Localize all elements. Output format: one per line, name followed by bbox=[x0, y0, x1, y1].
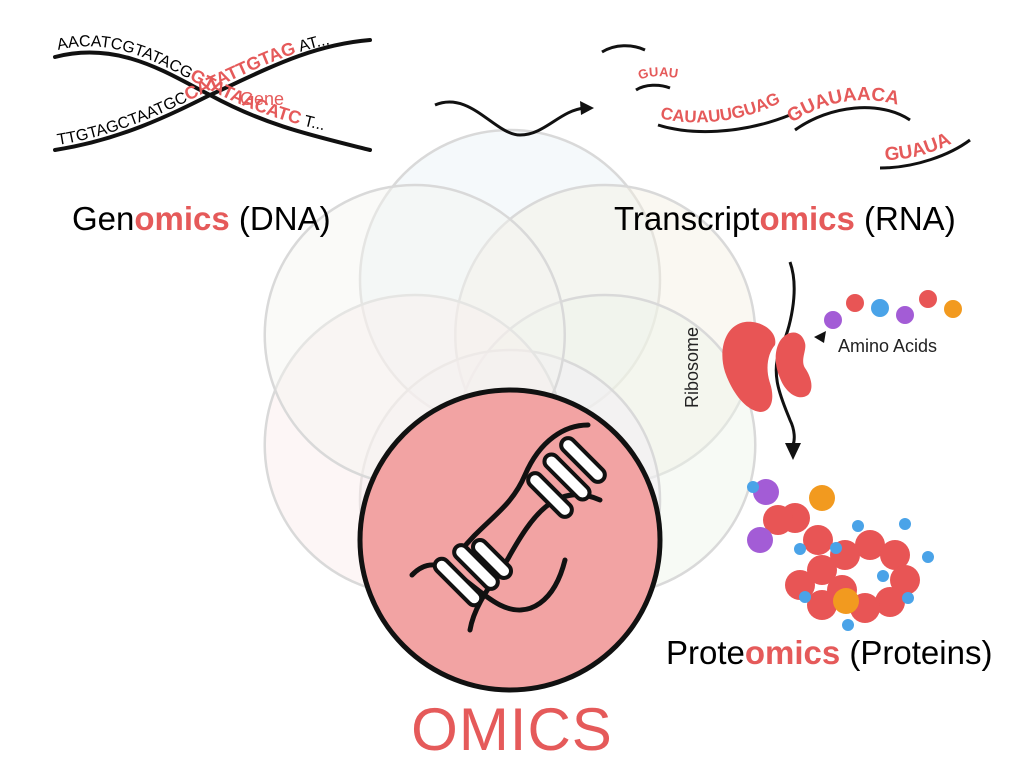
dna-sequence-text: AACATCGTATACGGTATAACATCT... TTGTAGCTAATG… bbox=[56, 31, 332, 149]
transcriptomics-prefix: Transcript bbox=[614, 200, 760, 237]
ribosome-label: Ribosome bbox=[682, 327, 702, 408]
transcription-arrow bbox=[434, 100, 594, 137]
protein-residue bbox=[875, 587, 905, 617]
transcriptomics-label: Transcriptomics (RNA) bbox=[614, 200, 956, 238]
protein-residue bbox=[855, 530, 885, 560]
proteomics-emph: omics bbox=[744, 634, 841, 671]
protein-side-group bbox=[809, 485, 835, 511]
amino-arrow bbox=[814, 331, 826, 343]
omics-circle bbox=[357, 387, 663, 693]
protein-atom bbox=[842, 619, 854, 631]
proteomics-label: Proteomics (Proteins) bbox=[666, 634, 992, 672]
protein-side-group bbox=[747, 527, 773, 553]
rna-fragment-2: CAUAUUGUAG bbox=[659, 89, 783, 127]
amino-acid-dot bbox=[871, 299, 889, 317]
dna-double-helix bbox=[53, 38, 372, 152]
protein-atom bbox=[830, 542, 842, 554]
protein-residue bbox=[763, 505, 793, 535]
dna-helix-icon bbox=[409, 422, 607, 633]
protein-side-group bbox=[833, 588, 859, 614]
translation-path bbox=[774, 261, 801, 460]
protein-icon bbox=[747, 479, 934, 631]
genomics-prefix: Gen bbox=[72, 200, 135, 237]
gene-label: Gene bbox=[240, 89, 284, 109]
genomics-emph: omics bbox=[134, 200, 230, 237]
protein-atom bbox=[899, 518, 911, 530]
protein-atom bbox=[877, 570, 889, 582]
rna-fragment-4: GUAUA bbox=[884, 129, 954, 166]
amino-acid-dot bbox=[919, 290, 937, 308]
protein-residue bbox=[803, 525, 833, 555]
protein-atom bbox=[747, 481, 759, 493]
rna-fragment-1: GUAU bbox=[636, 64, 679, 82]
amino-acid-dot bbox=[846, 294, 864, 312]
amino-acid-dot bbox=[824, 311, 842, 329]
dna-bottom-plain: TTGTAGCTAATGC bbox=[56, 89, 190, 149]
genomics-label: Genomics (DNA) bbox=[72, 200, 331, 238]
amino-acids-label: Amino Acids bbox=[838, 336, 937, 356]
protein-residue bbox=[890, 565, 920, 595]
ribosome-icon bbox=[722, 321, 812, 412]
protein-residue bbox=[880, 540, 910, 570]
dna-top-tail: T... bbox=[302, 113, 326, 134]
protein-atom bbox=[794, 543, 806, 555]
amino-acid-chain bbox=[824, 290, 962, 329]
protein-atom bbox=[852, 520, 864, 532]
transcriptomics-emph: omics bbox=[759, 200, 855, 237]
amino-acid-dot bbox=[896, 306, 914, 324]
transcriptomics-suffix: (RNA) bbox=[854, 200, 956, 237]
amino-acid-dot bbox=[944, 300, 962, 318]
protein-residue bbox=[807, 555, 837, 585]
proteomics-suffix: (Proteins) bbox=[840, 634, 993, 671]
rna-sequence-text: GUAU CAUAUUGUAG GUAUAACA GUAUA bbox=[636, 64, 954, 166]
protein-side-group bbox=[753, 479, 779, 505]
omics-title: OMICS bbox=[411, 696, 613, 763]
rna-fragments bbox=[601, 44, 971, 170]
protein-atom bbox=[902, 592, 914, 604]
proteomics-prefix: Prote bbox=[666, 634, 745, 671]
protein-atom bbox=[799, 591, 811, 603]
genomics-suffix: (DNA) bbox=[229, 200, 331, 237]
rna-fragment-3: GUAUAACA bbox=[784, 84, 902, 127]
dna-bottom-tail: AT... bbox=[297, 31, 331, 55]
protein-atom bbox=[922, 551, 934, 563]
protein-residue bbox=[807, 590, 837, 620]
